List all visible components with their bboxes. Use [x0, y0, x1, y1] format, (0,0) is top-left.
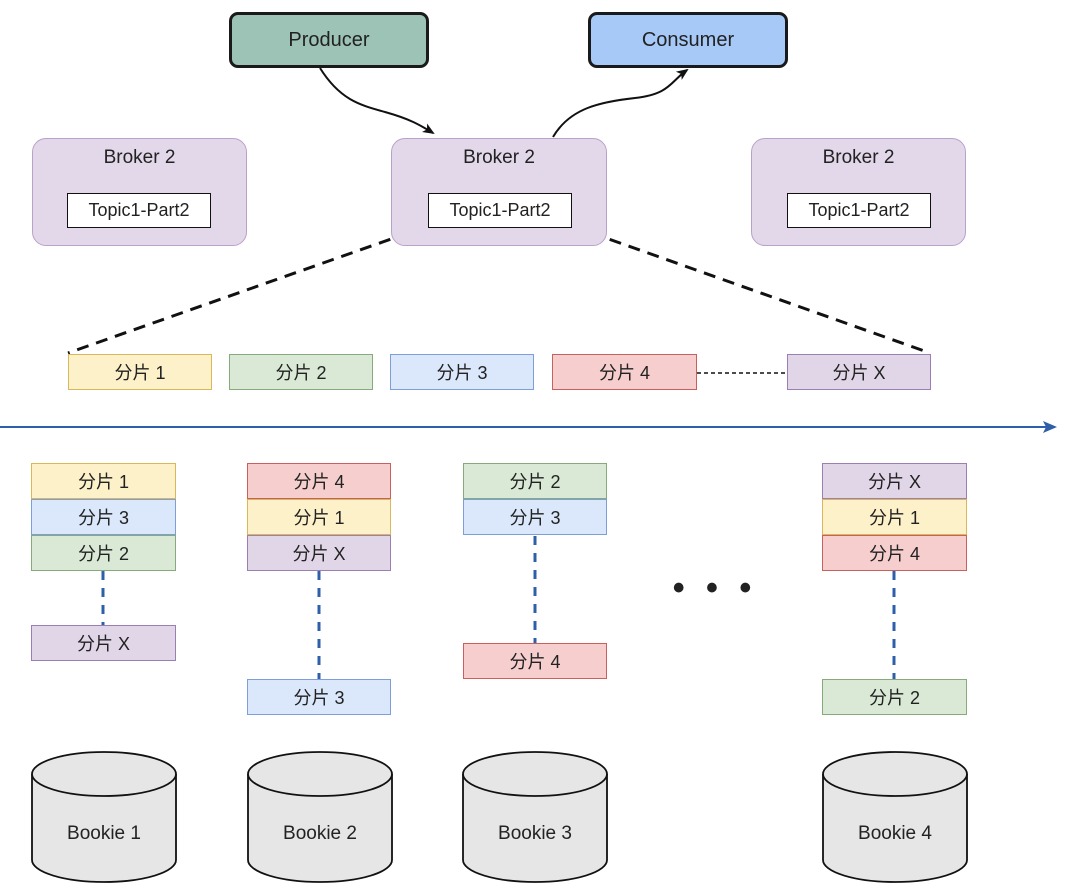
- bookie-1-cylinder: [31, 751, 177, 883]
- segment-label: 分片 4: [509, 652, 561, 672]
- broker-left-label: Broker 2: [103, 147, 176, 168]
- bookie-2-label: Bookie 2: [248, 812, 392, 856]
- segment-label: 分片 2: [509, 472, 561, 492]
- bookie-3-label: Bookie 3: [463, 812, 607, 856]
- topic-label: Topic1-Part2: [449, 200, 551, 220]
- bookie-1-segment-2: 分片 3: [31, 499, 176, 535]
- bookie-name: Bookie 2: [283, 823, 357, 844]
- producer-node: Producer: [229, 12, 429, 68]
- segment-label: 分片 3: [436, 363, 488, 383]
- segment-label: 分片 4: [598, 363, 650, 383]
- broker-right: Broker 2: [751, 138, 966, 246]
- bookie-2-segment-2: 分片 1: [247, 499, 391, 535]
- bookie-1-segment-last: 分片 X: [31, 625, 176, 661]
- bookie-4-cylinder: [822, 751, 968, 883]
- segment-x: 分片 X: [787, 354, 931, 390]
- bookie-3-segment-last: 分片 4: [463, 643, 607, 679]
- bookie-name: Bookie 4: [858, 823, 932, 844]
- segment-label: 分片 1: [293, 508, 345, 528]
- ellipsis-text: • • •: [672, 568, 758, 607]
- bookie-name: Bookie 1: [67, 823, 141, 844]
- broker-left-topic: Topic1-Part2: [67, 193, 211, 228]
- bookie-1-segment-3: 分片 2: [31, 535, 176, 571]
- segment-label: 分片 X: [832, 363, 886, 383]
- segment-3: 分片 3: [390, 354, 534, 390]
- zoom-line-left: [67, 224, 429, 355]
- broker-center: Broker 2: [391, 138, 607, 246]
- segment-label: 分片 1: [868, 508, 920, 528]
- segment-label: 分片 2: [275, 363, 327, 383]
- producer-label: Producer: [288, 28, 370, 51]
- segment-label: 分片 2: [868, 688, 920, 708]
- producer-to-broker-arrow: [319, 67, 435, 135]
- segment-label: 分片 2: [77, 544, 129, 564]
- bookie-4-segment-last: 分片 2: [822, 679, 967, 715]
- bookie-1-label: Bookie 1: [32, 812, 176, 856]
- broker-right-topic: Topic1-Part2: [787, 193, 931, 228]
- zoom-line-right: [571, 224, 931, 355]
- bookie-name: Bookie 3: [498, 823, 572, 844]
- segment-label: 分片 X: [292, 544, 346, 564]
- bookie-2-segment-1: 分片 4: [247, 463, 391, 499]
- bookie-4-segment-1: 分片 X: [822, 463, 967, 499]
- bookie-2-cylinder: [247, 751, 393, 883]
- bookie-1-segment-1: 分片 1: [31, 463, 176, 499]
- topic-label: Topic1-Part2: [88, 200, 190, 220]
- broker-to-consumer-arrow: [552, 68, 689, 138]
- more-bookies-ellipsis: • • •: [665, 568, 765, 607]
- segment-label: 分片 X: [76, 634, 130, 654]
- bookie-4-segment-3: 分片 4: [822, 535, 967, 571]
- segment-label: 分片 3: [509, 508, 561, 528]
- consumer-node: Consumer: [588, 12, 788, 68]
- bookie-3-segment-2: 分片 3: [463, 499, 607, 535]
- broker-right-label: Broker 2: [822, 147, 895, 168]
- segment-label: 分片 1: [77, 472, 129, 492]
- bookie-2-segment-3: 分片 X: [247, 535, 391, 571]
- broker-left: Broker 2: [32, 138, 247, 246]
- segment-label: 分片 3: [293, 688, 345, 708]
- segment-label: 分片 4: [868, 544, 920, 564]
- segment-4: 分片 4: [552, 354, 697, 390]
- segment-1: 分片 1: [68, 354, 212, 390]
- bookie-3-cylinder: [462, 751, 608, 883]
- bookie-2-segment-last: 分片 3: [247, 679, 391, 715]
- broker-center-topic: Topic1-Part2: [428, 193, 572, 228]
- consumer-label: Consumer: [641, 28, 735, 51]
- segment-label: 分片 1: [114, 363, 166, 383]
- segment-label: 分片 X: [867, 472, 921, 492]
- bookie-4-segment-2: 分片 1: [822, 499, 967, 535]
- topic-label: Topic1-Part2: [808, 200, 910, 220]
- bookie-4-label: Bookie 4: [823, 812, 967, 856]
- broker-center-label: Broker 2: [463, 147, 535, 168]
- segment-label: 分片 3: [77, 508, 129, 528]
- segment-2: 分片 2: [229, 354, 373, 390]
- bookie-3-segment-1: 分片 2: [463, 463, 607, 499]
- segment-label: 分片 4: [293, 472, 345, 492]
